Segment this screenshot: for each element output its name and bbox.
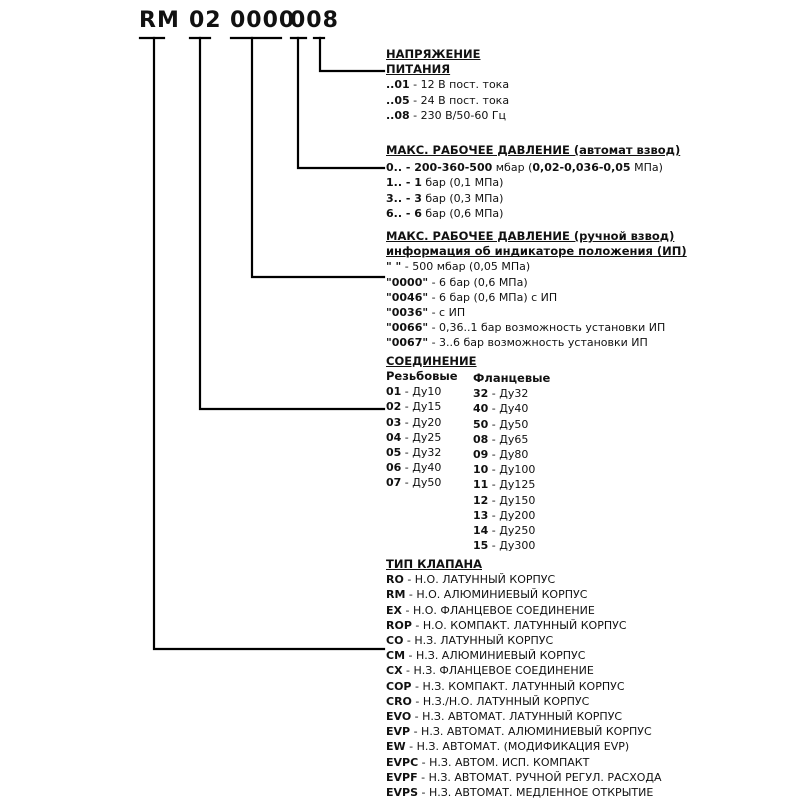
manual-pressure-section: МАКС. РАБОЧЕЕ ДАВЛЕНИЕ (ручной взвод) ин… xyxy=(386,229,687,351)
threaded-column: Резьбовые 01 - Ду10 02 - Ду15 03 - Ду20 … xyxy=(386,369,458,491)
threaded-title: Резьбовые xyxy=(386,369,458,383)
threaded-item: 07 - Ду50 xyxy=(386,476,442,490)
valve-type-item: COP - Н.З. КОМПАКТ. ЛАТУННЫЙ КОРПУС xyxy=(386,679,625,693)
threaded-item: 05 - Ду32 xyxy=(386,446,442,460)
auto-pressure-item: 3.. - 3 бар (0,3 МПа) xyxy=(386,191,504,205)
manual-pressure-item: "0036" - с ИП xyxy=(386,306,466,320)
flanged-item: 10 - Ду100 xyxy=(473,463,536,477)
voltage-item: ..08 - 230 В/50-60 Гц xyxy=(386,108,507,122)
connector-manual-pressure xyxy=(250,36,386,279)
flanged-item: 14 - Ду250 xyxy=(473,524,536,538)
auto-pressure-section: МАКС. РАБОЧЕЕ ДАВЛЕНИЕ (автомат взвод) 0… xyxy=(386,143,680,221)
manual-pressure-item: "0046" - 6 бар (0,6 МПа) с ИП xyxy=(386,290,558,304)
valve-type-title: ТИП КЛАПАНА xyxy=(386,557,482,571)
flanged-column: Фланцевые 32 - Ду32 40 - Ду40 50 - Ду50 … xyxy=(473,371,550,553)
threaded-item: 04 - Ду25 xyxy=(386,430,442,444)
valve-type-item: EVP - Н.З. АВТОМАТ. АЛЮМИНИЕВЫЙ КОРПУС xyxy=(386,725,652,739)
voltage-title-line2: ПИТАНИЯ xyxy=(386,62,451,77)
flanged-item: 12 - Ду150 xyxy=(473,493,536,507)
valve-type-item: EW - Н.З. АВТОМАТ. (МОДИФИКАЦИЯ EVP) xyxy=(386,740,630,754)
code-part-auto-pressure-voltage: 008 xyxy=(290,8,339,33)
threaded-item: 02 - Ду15 xyxy=(386,400,442,414)
flanged-item: 50 - Ду50 xyxy=(473,417,529,431)
connection-title: СОЕДИНЕНИЕ xyxy=(386,354,477,368)
valve-type-item: EVPF - Н.З. АВТОМАТ. РУЧНОЙ РЕГУЛ. РАСХО… xyxy=(386,770,662,784)
voltage-section: НАПРЯЖЕНИЕ ПИТАНИЯ ..01 - 12 В пост. ток… xyxy=(386,47,509,123)
flanged-item: 40 - Ду40 xyxy=(473,402,529,416)
connector-valve-type xyxy=(152,36,386,651)
connector-auto-pressure xyxy=(296,36,386,170)
voltage-item: ..01 - 12 В пост. тока xyxy=(386,78,510,92)
valve-type-item: EVPS - Н.З. АВТОМАТ. МЕДЛЕННОЕ ОТКРЫТИЕ xyxy=(386,786,654,800)
code-part-manual-pressure: 0000 xyxy=(230,8,296,33)
threaded-item: 03 - Ду20 xyxy=(386,415,442,429)
valve-type-item: RM - Н.О. АЛЮМИНИЕВЫЙ КОРПУС xyxy=(386,588,588,602)
valve-type-item: CO - Н.З. ЛАТУННЫЙ КОРПУС xyxy=(386,634,554,648)
manual-pressure-item: "0066" - 0,36..1 бар возможность установ… xyxy=(386,321,666,335)
voltage-title-line1: НАПРЯЖЕНИЕ xyxy=(386,47,481,61)
flanged-item: 08 - Ду65 xyxy=(473,432,529,446)
flanged-title: Фланцевые xyxy=(473,371,551,385)
valve-type-item: RO - Н.О. ЛАТУННЫЙ КОРПУС xyxy=(386,573,556,587)
valve-type-item: CM - Н.З. АЛЮМИНИЕВЫЙ КОРПУС xyxy=(386,649,586,663)
auto-pressure-item: 0.. - 200-360-500 мбар (0,02-0,036-0,05 … xyxy=(386,161,663,175)
flanged-item: 09 - Ду80 xyxy=(473,448,529,462)
connector-connection xyxy=(198,36,386,411)
flanged-item: 32 - Ду32 xyxy=(473,387,529,401)
threaded-item: 06 - Ду40 xyxy=(386,461,442,475)
auto-pressure-item: 6.. - 6 бар (0,6 МПа) xyxy=(386,206,504,220)
manual-pressure-title: МАКС. РАБОЧЕЕ ДАВЛЕНИЕ (ручной взвод) xyxy=(386,229,675,243)
valve-type-item: EX - Н.О. ФЛАНЦЕВОЕ СОЕДИНЕНИЕ xyxy=(386,603,595,617)
voltage-item: ..05 - 24 В пост. тока xyxy=(386,93,510,107)
code-part-connection: 02 xyxy=(189,8,222,33)
valve-type-item: EVO - Н.З. АВТОМАТ. ЛАТУННЫЙ КОРПУС xyxy=(386,710,623,724)
flanged-item: 13 - Ду200 xyxy=(473,508,536,522)
connector-voltage xyxy=(318,36,386,73)
valve-type-item: CX - Н.З. ФЛАНЦЕВОЕ СОЕДИНЕНИЕ xyxy=(386,664,594,678)
auto-pressure-item: 1.. - 1 бар (0,1 МПа) xyxy=(386,176,504,190)
valve-type-item: EVPC - Н.З. АВТОМ. ИСП. КОМПАКТ xyxy=(386,755,590,769)
code-part-valve-type: RM xyxy=(139,8,180,33)
flanged-item: 15 - Ду300 xyxy=(473,539,536,553)
threaded-item: 01 - Ду10 xyxy=(386,385,442,399)
connection-section: СОЕДИНЕНИЕ Резьбовые 01 - Ду10 02 - Ду15… xyxy=(386,354,606,552)
manual-pressure-subtitle: информация об индикаторе положения (ИП) xyxy=(386,244,687,259)
manual-pressure-item: "0000" - 6 бар (0,6 МПа) xyxy=(386,275,528,289)
auto-pressure-title: МАКС. РАБОЧЕЕ ДАВЛЕНИЕ (автомат взвод) xyxy=(386,143,681,157)
manual-pressure-item: "0067" - 3..6 бар возможность установки … xyxy=(386,336,648,350)
flanged-item: 11 - Ду125 xyxy=(473,478,536,492)
valve-type-item: ROP - Н.О. КОМПАКТ. ЛАТУННЫЙ КОРПУС xyxy=(386,618,627,632)
manual-pressure-item: " " - 500 мбар (0,05 МПа) xyxy=(386,260,531,274)
valve-type-item: CRO - Н.З./Н.О. ЛАТУННЫЙ КОРПУС xyxy=(386,694,590,708)
valve-type-section: ТИП КЛАПАНА RO - Н.О. ЛАТУННЫЙ КОРПУС RM… xyxy=(386,557,662,800)
